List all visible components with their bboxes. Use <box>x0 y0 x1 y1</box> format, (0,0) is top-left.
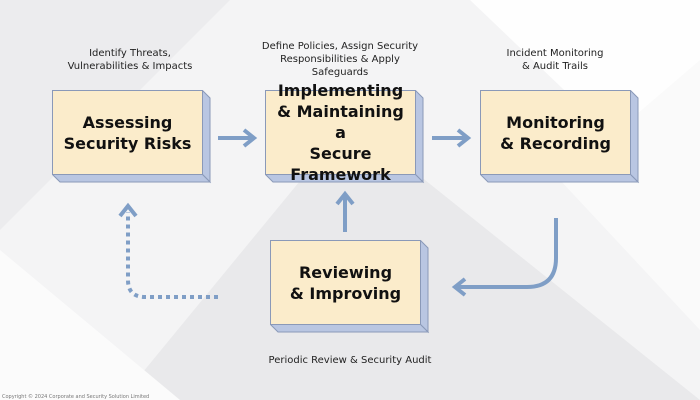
box-implementing: Implementing & Maintaining a Secure Fram… <box>265 81 416 184</box>
box-assessing-label: Assessing Security Risks <box>63 112 192 153</box>
copyright-footer: Copyright © 2024 Corporate and Security … <box>2 394 150 400</box>
box-implementing-3d-sides <box>265 90 425 184</box>
box-reviewing-label: Reviewing & Improving <box>289 262 402 303</box>
caption-reviewing: Periodic Review & Security Audit <box>268 355 432 366</box>
box-reviewing-3d-sides <box>270 240 430 334</box>
arrow-monitor-to-review <box>451 218 558 297</box>
arrow-review-to-implement <box>335 190 355 232</box>
box-assessing-3d-sides <box>52 90 212 184</box>
box-monitoring-label: Monitoring & Recording <box>500 112 611 153</box>
box-assessing: Assessing Security Risks <box>52 90 203 175</box>
arrow-implement-to-monitor <box>432 128 472 148</box>
box-monitoring: Monitoring & Recording <box>480 90 631 175</box>
caption-assessing: Identify Threats, Vulnerabilities & Impa… <box>67 48 193 72</box>
arrow-review-to-assess-dotted <box>118 202 218 299</box>
arrow-assess-to-implement <box>218 128 258 148</box>
caption-implementing: Define Policies, Assign Security Respons… <box>261 41 419 78</box>
caption-monitoring: Incident Monitoring & Audit Trails <box>506 48 604 72</box>
box-implementing-label: Implementing & Maintaining a Secure Fram… <box>277 81 404 184</box>
box-reviewing: Reviewing & Improving <box>270 240 421 325</box>
